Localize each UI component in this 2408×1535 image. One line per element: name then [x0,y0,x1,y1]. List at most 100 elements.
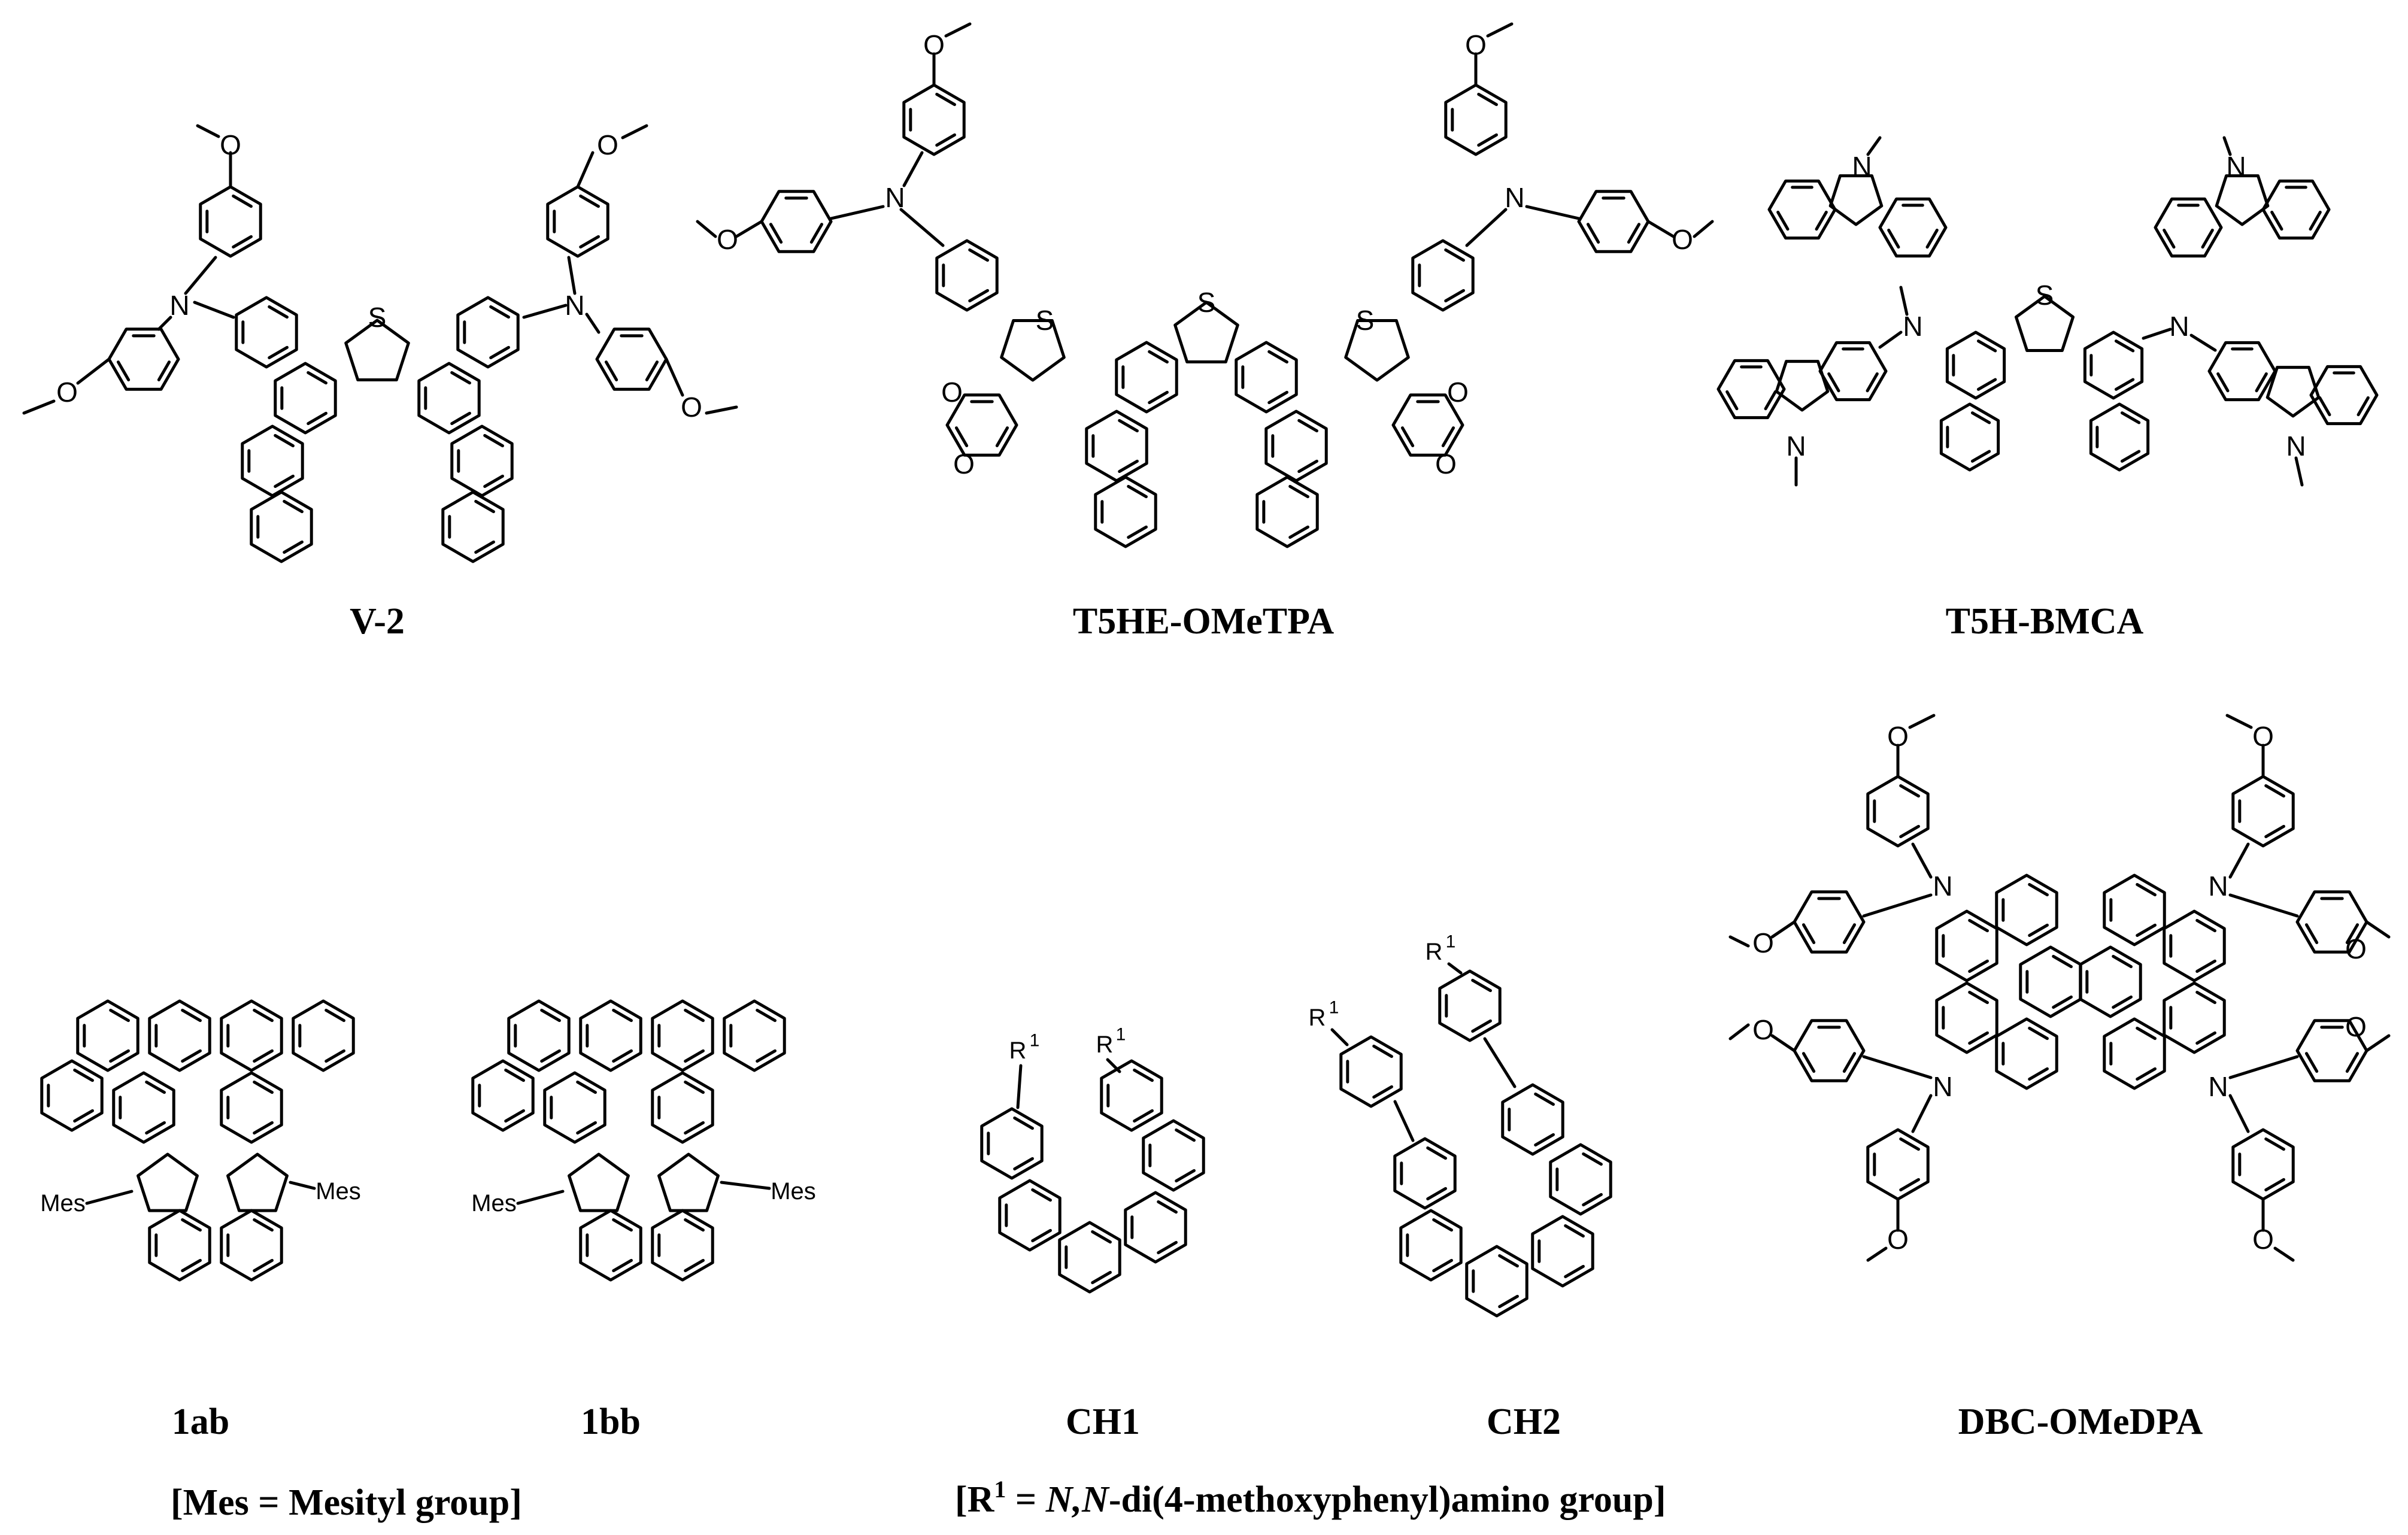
bond [1866,136,1882,156]
double-bond [253,1080,274,1094]
double-bond [1477,92,1498,107]
dbc-oxygen-label: O [2345,933,2367,964]
bmca-sulfur-label: S [2036,280,2054,311]
tpa-phenyl-ring [935,239,999,312]
v2-anisyl-top-right [546,185,609,258]
double-bond [2345,923,2360,944]
bond [289,1181,316,1190]
bond [1728,1023,1750,1040]
double-bond [1297,418,1318,433]
double-bond [968,289,989,303]
bond [2225,714,2253,729]
1ab-ring [220,1209,283,1282]
tpa-anisyl-ring [1577,190,1650,253]
bond [2273,1246,2295,1262]
1bb-five-ring [657,1152,720,1212]
bond [1899,286,1909,316]
double-bond [540,1049,561,1063]
bmca-nitrogen-label: N [1786,430,1806,462]
double-bond [2304,923,2319,944]
compound-name-t5he-ometpa: T5HE-OMeTPA [1073,601,1334,642]
tpa-nitrogen-label: N [885,182,905,213]
v2-nitrogen-label: N [169,290,189,321]
tpa-nitrogen-label: N [1505,182,1524,213]
ch2-r1-label: R [1309,1005,1326,1031]
bond [1447,962,1463,975]
bond [1693,220,1714,238]
v2-oxygen-label: O [681,392,702,423]
double-bond [684,1008,705,1023]
double-bond [1127,525,1148,539]
1bb-five-ring [568,1152,630,1212]
v2-core-ring [274,362,337,435]
1bb-ring [579,1209,642,1282]
double-bond [307,411,327,426]
compound-name-1ab: 1ab [172,1401,229,1442]
bond [1330,1028,1349,1046]
double-bond [1564,1224,1585,1238]
bond [2365,1034,2391,1052]
double-bond [1764,390,1777,411]
tpa-oxygen-label: O [941,377,963,408]
double-bond [109,1008,130,1023]
bmca-carbazole-ring [2207,341,2277,402]
bond [902,151,924,187]
double-bond [253,1049,274,1063]
note-r1-definition: [R1 = N,N-di(4-methoxyphenyl)amino group… [955,1476,1666,1520]
tpa-core-ring [1094,475,1157,548]
double-bond [2318,396,2331,417]
bmca-carbazole-ring [2309,365,2379,426]
tpa-core-ring [1085,409,1148,483]
double-bond [1586,223,1600,244]
double-bond [181,1258,202,1273]
double-bond [1899,824,1920,839]
tpa-core-ring [1115,341,1178,414]
ch1-ring [998,1179,1062,1252]
bond [1465,208,1508,247]
dbc-oxygen-label: O [1887,721,1909,752]
dbc-anisyl-ring [2295,890,2368,954]
bmca-carbazole-ring [1767,179,1837,240]
dbc-core-ring [2079,945,2142,1018]
dbc-oxygen-label: O [1887,1224,1909,1255]
v2-core-ring [241,424,304,497]
1bb-ring [651,1209,714,1282]
double-bond [1776,210,1790,231]
structure-drawings [22,22,2391,1318]
double-bond [268,305,289,319]
dbc-oxygen-label: O [2345,1011,2367,1042]
bmca-core-thiophene [2014,295,2075,352]
double-bond [2028,882,2049,897]
double-bond [968,248,989,262]
double-bond [1441,426,1455,447]
ch1-ring [1058,1221,1121,1294]
double-bond [1477,133,1498,147]
1bb-mes-label: Mes [471,1190,517,1217]
ch2-aryl-ring [1438,969,1502,1042]
double-bond [1400,426,1415,447]
double-bond [684,1121,705,1135]
bond [193,301,235,319]
bmca-carbazole-ring [1818,341,1888,402]
dbc-core-ring [2019,945,2082,1018]
double-bond [1157,1200,1178,1214]
bond [1486,22,1514,38]
bmca-carbazole-pyrrole [1775,360,1830,412]
double-bond [1372,1044,1393,1058]
double-bond [1091,1230,1112,1244]
ch2-r1-superscript: 1 [1329,998,1339,1018]
double-bond [1013,1157,1034,1171]
compound-name-1bb: 1bb [581,1401,641,1442]
v2-anisyl-bottom-left [107,327,180,391]
bond [567,256,577,295]
double-bond [253,1121,274,1135]
bmca-nitrogen-label: N [2286,430,2306,462]
double-bond [283,540,304,554]
double-bond [145,1121,166,1135]
tpa-oxygen-label: O [717,224,738,255]
double-bond [1498,1294,1519,1309]
bmca-core-ring [1939,402,2000,472]
double-bond [769,223,783,244]
